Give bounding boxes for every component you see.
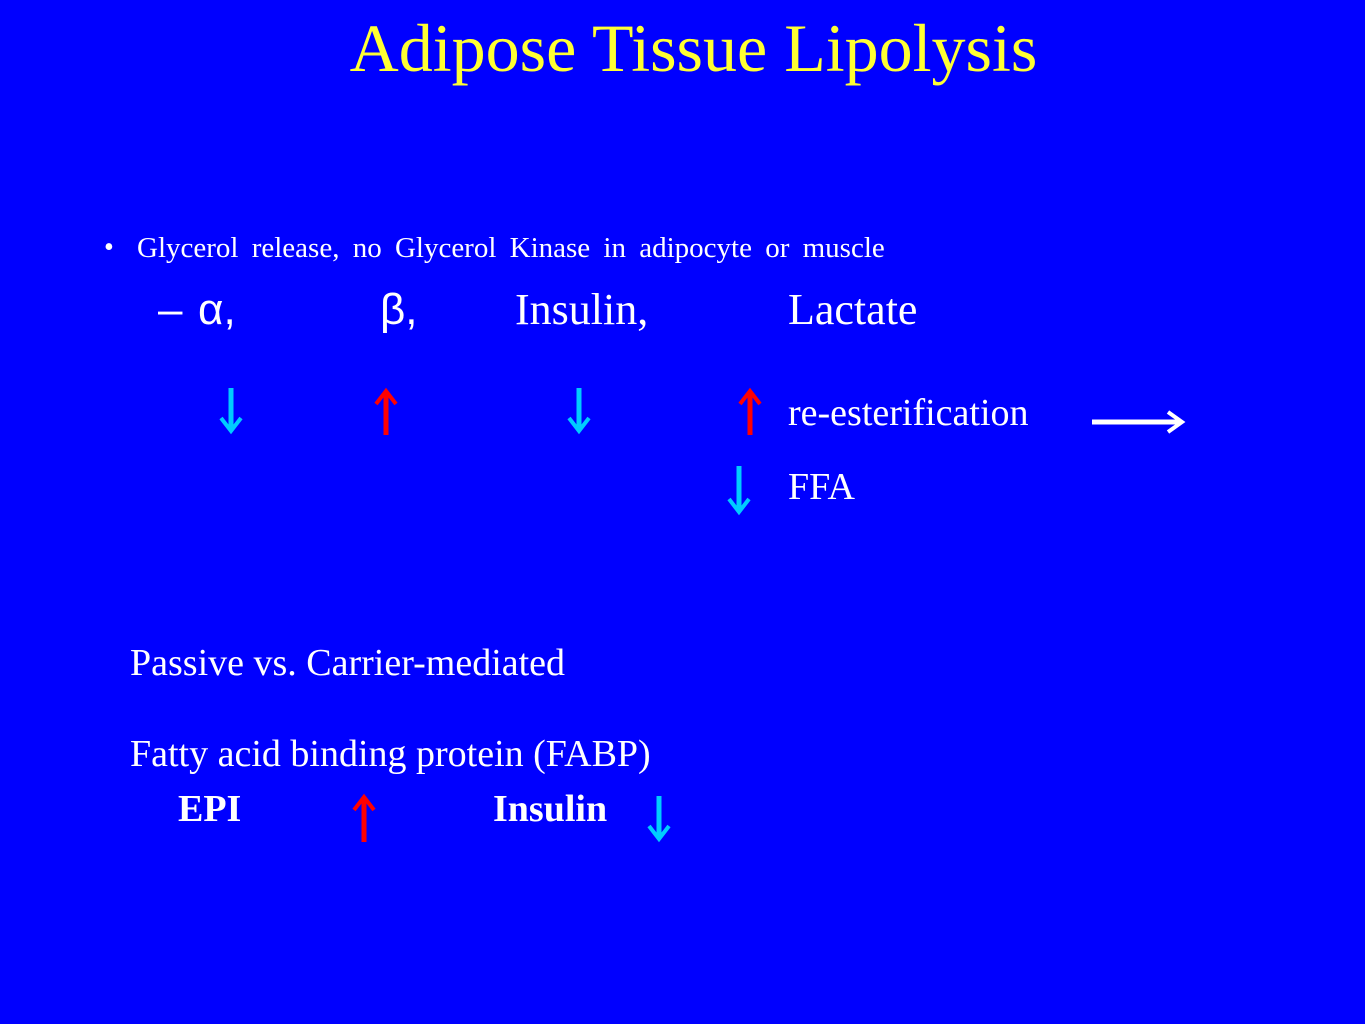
alpha-down-arrow-icon xyxy=(219,388,243,435)
sub-bullet-dash: – xyxy=(158,285,183,334)
passive-vs-carrier-text: Passive vs. Carrier-mediated xyxy=(130,642,566,684)
alpha-label: α, xyxy=(198,285,236,334)
ffa-text: FFA xyxy=(788,466,855,508)
lactate-up-arrow-icon xyxy=(738,387,762,435)
fabp-insulin-label: Insulin xyxy=(493,788,608,830)
ffa-down-arrow-icon xyxy=(727,466,751,516)
bullet-text: Glycerol release, no Glycerol Kinase in … xyxy=(137,232,885,264)
insulin-label: Insulin, xyxy=(515,285,649,334)
slide-title: Adipose Tissue Lipolysis xyxy=(349,10,1038,86)
epi-label: EPI xyxy=(178,788,242,830)
fabp-text: Fatty acid binding protein (FABP) xyxy=(130,733,651,775)
re-esterification-text: re-esterification xyxy=(788,392,1029,434)
right-arrow-icon xyxy=(1092,410,1186,434)
insulin-down-arrow-icon xyxy=(567,388,591,435)
lactate-label: Lactate xyxy=(788,285,918,334)
beta-label: β, xyxy=(380,285,418,334)
epi-up-arrow-icon xyxy=(352,793,376,842)
insulin-fabp-down-arrow-icon xyxy=(647,796,671,843)
beta-up-arrow-icon xyxy=(374,387,398,435)
bullet-marker: • xyxy=(104,232,114,263)
